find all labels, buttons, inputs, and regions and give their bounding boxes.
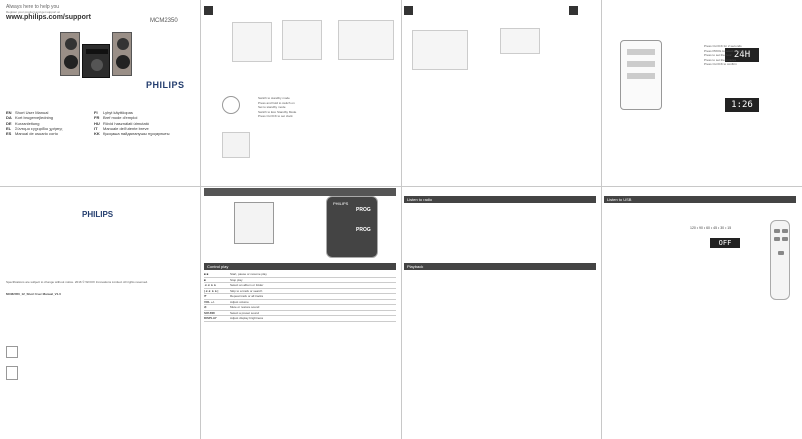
table-row: ⊘Mute or restore sound xyxy=(204,305,396,311)
table-row: ■ ■Start, pause or resume play xyxy=(204,272,396,278)
support-url[interactable]: www.philips.com/support xyxy=(6,14,91,21)
control-table: ■ ■Start, pause or resume play ■Stop pla… xyxy=(204,272,396,322)
socket-illustration xyxy=(500,28,540,54)
speaker-left xyxy=(60,32,80,76)
prog-label: PROG xyxy=(356,227,371,233)
sleep-freq: 120 • 90 • 60 • 45 • 30 • 15 xyxy=(690,226,732,230)
plug-illustration xyxy=(412,30,468,70)
section-header: Playback xyxy=(404,263,596,270)
step-text-block: Switch to standby mode Press and hold to… xyxy=(204,96,394,166)
lcd-clock: 1:26 xyxy=(725,98,759,112)
step-3-icon xyxy=(569,6,578,15)
legal-text: Specifications are subject to change wit… xyxy=(6,280,148,284)
table-row: ⟳Repeat track or all tracks xyxy=(204,294,396,300)
remote-illustration: PHILIPS xyxy=(326,196,378,258)
table-row: VOL +/-Adjust volume xyxy=(204,300,396,305)
section-bar xyxy=(204,188,396,196)
section-header: Listen to USB xyxy=(604,196,796,203)
model-number: MCM2350 xyxy=(150,18,178,24)
remote-top xyxy=(620,40,662,110)
cover-header: Always here to help you Register your pr… xyxy=(6,4,91,21)
bin-icon xyxy=(6,366,18,380)
section-header: Control play xyxy=(204,263,396,270)
table-row: ◄◄ ►►Select an album or folder xyxy=(204,283,396,289)
tagline: Always here to help you xyxy=(6,4,60,10)
brand-logo: PHILIPS xyxy=(146,80,185,90)
lcd-hour-format: 24H xyxy=(725,48,759,62)
fold-line xyxy=(401,0,402,439)
table-row: ■Stop play xyxy=(204,278,396,283)
device-illustration xyxy=(234,202,274,244)
prog-label: PROG xyxy=(356,207,371,213)
connection-illustration xyxy=(338,20,394,60)
remote-right xyxy=(770,220,790,300)
back-brand: PHILIPS xyxy=(82,210,114,219)
speaker-right xyxy=(112,32,132,76)
doc-id: MCM2350_12_Short User Manual_V1.0 xyxy=(6,292,61,296)
fold-line xyxy=(0,186,802,187)
fold-line xyxy=(601,0,602,439)
recycle-icon xyxy=(6,346,18,358)
setting-steps: Press CLOCK for 2 seconds Press PROG to … xyxy=(704,44,744,66)
remote-display: OFF xyxy=(710,238,740,248)
speaker-illustration xyxy=(282,20,322,60)
fold-line xyxy=(200,0,201,439)
table-row: |◄◄ ►►|Skip to a track or search xyxy=(204,289,396,294)
step-1-icon xyxy=(204,6,213,15)
register-text: Register your product and get support at xyxy=(6,10,60,14)
unit-illustration xyxy=(232,22,272,62)
section-header: Listen to radio xyxy=(404,196,596,203)
main-unit xyxy=(82,44,110,78)
step-2-icon xyxy=(404,6,413,15)
